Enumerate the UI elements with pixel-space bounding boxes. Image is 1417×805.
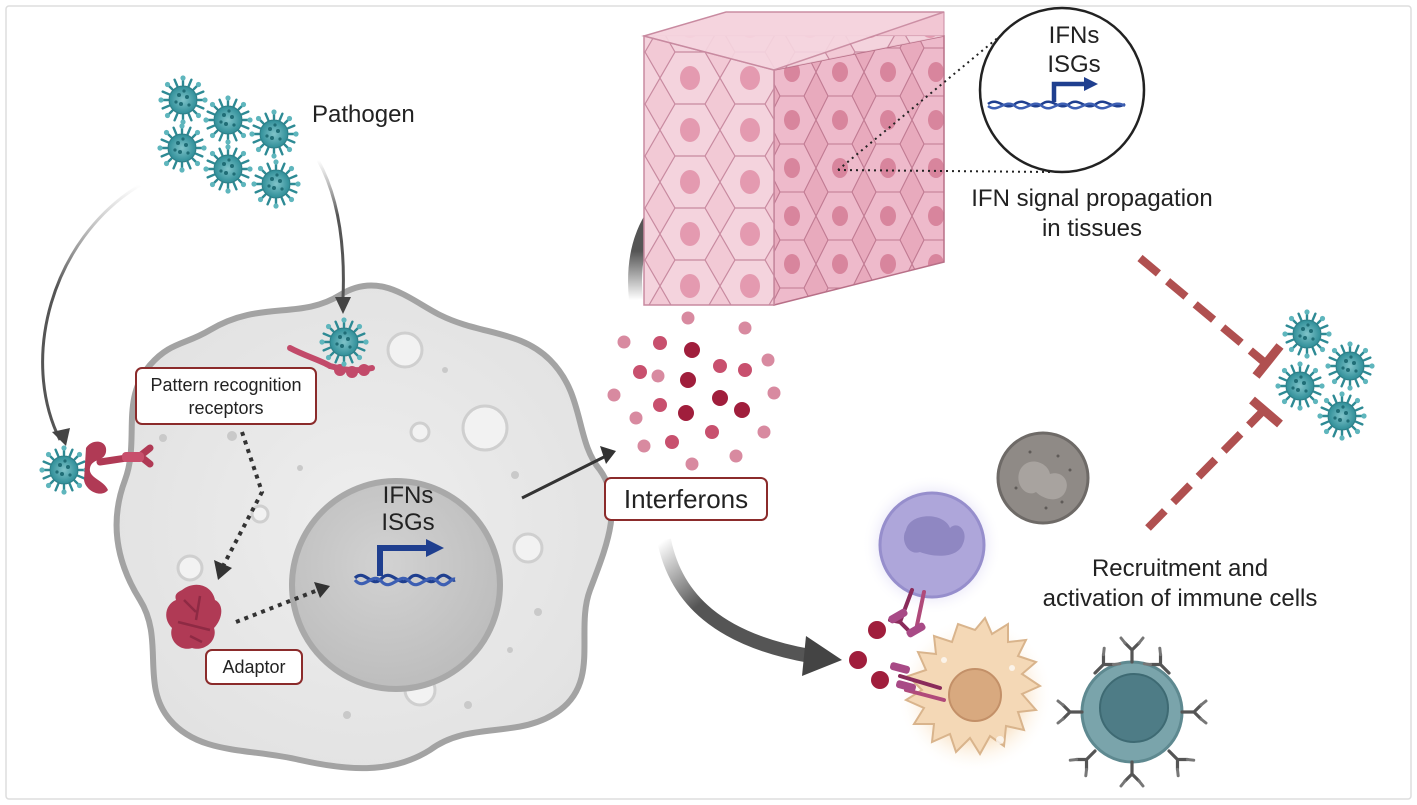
virus-icon <box>1281 308 1333 360</box>
interferons-label-box <box>604 477 768 521</box>
adaptor-protein-icon <box>166 584 222 649</box>
bound-interferon-icon <box>871 671 889 689</box>
virus-icon <box>202 94 254 146</box>
virus-icon <box>156 122 208 174</box>
interferons-label: Interferons <box>624 484 748 514</box>
virus-icon <box>1316 390 1368 442</box>
prr-to-adaptor-arrow <box>220 431 265 569</box>
adaptor-to-nucleus-arrow <box>235 588 319 624</box>
arrowhead-icon <box>214 560 232 580</box>
arrowhead-icon <box>52 428 70 446</box>
inhibition-bar-icon <box>1252 343 1284 379</box>
pathogen-label: Pathogen <box>312 101 415 128</box>
internalized-virus-icon <box>318 316 370 368</box>
virus-icon <box>248 108 300 160</box>
adaptor-label-box <box>205 649 303 685</box>
virus-icon <box>202 143 254 195</box>
inset-dna-icon <box>987 77 1126 110</box>
internal-receptor <box>287 345 375 378</box>
arrowhead-icon <box>802 636 842 676</box>
prr-label-line1: Pattern recognition <box>150 375 301 395</box>
tissue-label-line2: in tissues <box>1042 215 1142 242</box>
virus-icon <box>157 74 209 126</box>
inhibition-bar-icon <box>1249 396 1283 428</box>
arrowhead-icon <box>335 297 351 314</box>
bound-interferon-icon <box>868 621 886 639</box>
virus-icon <box>1324 340 1376 392</box>
virus-icon <box>250 158 302 210</box>
virus-icon <box>1274 360 1326 412</box>
nucleus-dna-icon <box>353 539 456 587</box>
granulocyte-icon <box>996 431 1090 525</box>
immune-inhibition-line <box>1145 409 1265 531</box>
zoom-inset <box>978 6 1146 174</box>
monocyte-receptors-icon <box>888 588 926 638</box>
monocyte-icon <box>862 475 1002 615</box>
bound-interferon-icon <box>849 651 867 669</box>
zoom-line-top <box>837 35 1001 171</box>
pathogen-to-surface-arrow <box>41 183 141 441</box>
surface-receptor-icon <box>84 441 154 494</box>
arrowhead-icon <box>314 582 330 598</box>
tissue-label-line1: IFN signal propagation <box>971 185 1212 212</box>
inset-isgs-label: ISGs <box>1047 51 1100 78</box>
bound-virus-icon <box>38 444 90 496</box>
dendritic-cell-icon <box>897 616 1053 773</box>
immune-label-line1: Recruitment and <box>1092 555 1268 582</box>
interferons-to-immune-arrow <box>657 538 812 663</box>
interferon-particles <box>607 311 781 471</box>
immune-label-line2: activation of immune cells <box>1043 585 1318 612</box>
adaptor-label: Adaptor <box>222 657 285 677</box>
tissue-cube <box>641 11 945 306</box>
b-cell-icon <box>1056 636 1208 788</box>
arrowhead-icon <box>600 446 616 464</box>
inset-ifns-label: IFNs <box>1049 22 1100 49</box>
nucleus-isgs-label: ISGs <box>381 509 434 536</box>
nucleus-ifns-label: IFNs <box>383 482 434 509</box>
nucleus <box>289 478 503 692</box>
tissue-inhibition-line <box>1137 254 1267 366</box>
prr-label-box <box>135 367 317 425</box>
prr-label-line2: receptors <box>188 398 263 418</box>
cell-to-interferons-arrow <box>521 454 607 500</box>
pathogen-to-cell-arrow <box>316 159 345 299</box>
dendritic-receptors-icon <box>889 662 946 702</box>
